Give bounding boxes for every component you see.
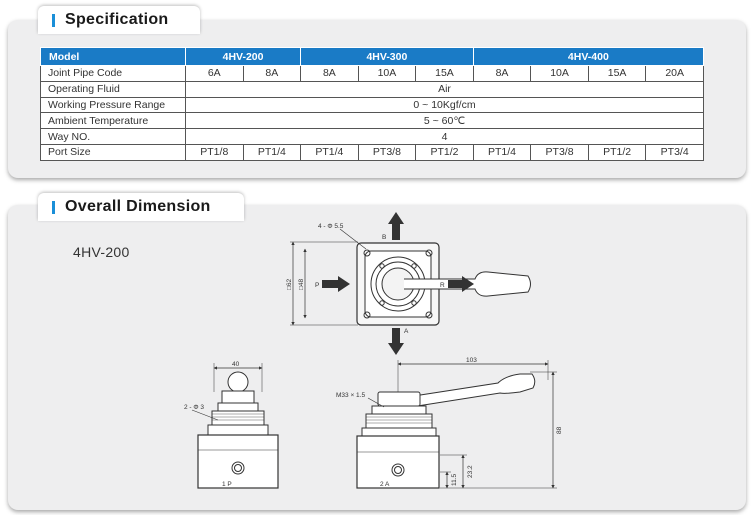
flow-arrows (322, 212, 474, 355)
overall-dimension-tab: Overall Dimension (38, 193, 244, 221)
port-r-label: R (440, 282, 445, 289)
arrow-right-icon (322, 276, 350, 292)
model-group-header: 4HV-300 (300, 47, 474, 66)
hole-callout: 4 - Φ 5.5 (318, 223, 344, 230)
dim-2phi3-label: 2 - Φ 3 (184, 404, 204, 411)
dim-40-label: 40 (232, 361, 240, 368)
arrow-up-icon (388, 212, 404, 240)
specification-table: Model 4HV-200 4HV-300 4HV-400 Joint Pipe… (40, 47, 705, 161)
port-a-label: A (404, 328, 409, 335)
specification-tab: Specification (38, 6, 200, 34)
side-view-labels: 40 2 - Φ 3 1 P (184, 361, 240, 488)
section-accent-bar (52, 200, 55, 214)
table-cell: PT1/4 (300, 143, 359, 161)
thread-label: M33 × 1.5 (336, 392, 365, 399)
table-row: Working Pressure Range 0 ~ 10Kgf/cm (40, 96, 704, 114)
table-cell: PT3/4 (645, 143, 704, 161)
model-header: Model (40, 47, 186, 66)
table-cell: PT1/2 (415, 143, 474, 161)
table-row: Way NO. 4 (40, 128, 704, 145)
drawing-model-label: 4HV-200 (73, 244, 130, 260)
table-cell: PT1/2 (587, 143, 647, 161)
table-cell: PT1/4 (242, 143, 302, 161)
table-cell: 8A (242, 65, 302, 82)
dim-48-label: □48 (298, 278, 305, 290)
row-label: Port Size (40, 143, 186, 161)
top-view-drawing (290, 228, 531, 326)
front-view-drawing (356, 360, 557, 489)
top-view-labels: 4 - Φ 5.5 B P R A □62 □48 (286, 223, 445, 335)
row-label: Working Pressure Range (40, 96, 186, 114)
dim-103-label: 103 (466, 357, 477, 364)
overall-dimension-title: Overall Dimension (65, 198, 211, 215)
front-view-labels: 103 M33 × 1.5 88 23.2 11.5 2 A (336, 357, 563, 488)
row-label: Way NO. (40, 128, 186, 145)
mark-2a-label: 2 A (380, 481, 390, 488)
model-group-header: 4HV-400 (472, 47, 705, 66)
port-b-label: B (382, 234, 386, 241)
row-label: Operating Fluid (40, 80, 186, 98)
table-cell: PT1/4 (472, 143, 532, 161)
table-cell: PT3/8 (530, 143, 589, 161)
table-cell: PT1/8 (185, 143, 244, 161)
table-cell: 20A (645, 65, 704, 82)
row-label: Ambient Temperature (40, 112, 186, 130)
dim-62-label: □62 (286, 278, 293, 290)
mark-1p-label: 1 P (222, 481, 232, 488)
dim-11-5-label: 11.5 (451, 473, 458, 486)
dim-23-2-label: 23.2 (467, 465, 474, 478)
specification-title: Specification (65, 11, 169, 28)
arrow-down-icon (388, 328, 404, 355)
table-cell: 8A (300, 65, 359, 82)
table-cell: PT3/8 (357, 143, 417, 161)
port-p-label: P (315, 282, 319, 289)
table-cell: 4 (185, 128, 704, 145)
side-view-drawing (191, 363, 279, 489)
model-group-header: 4HV-200 (184, 47, 302, 66)
table-header-row: Model 4HV-200 4HV-300 4HV-400 (40, 47, 705, 66)
dim-88-label: 88 (556, 426, 563, 434)
table-cell: 15A (587, 65, 647, 82)
section-accent-bar (52, 13, 55, 27)
arrow-right-icon (448, 276, 474, 292)
table-row: Port Size PT1/8 PT1/4 PT1/4 PT3/8 PT1/2 … (40, 143, 704, 161)
